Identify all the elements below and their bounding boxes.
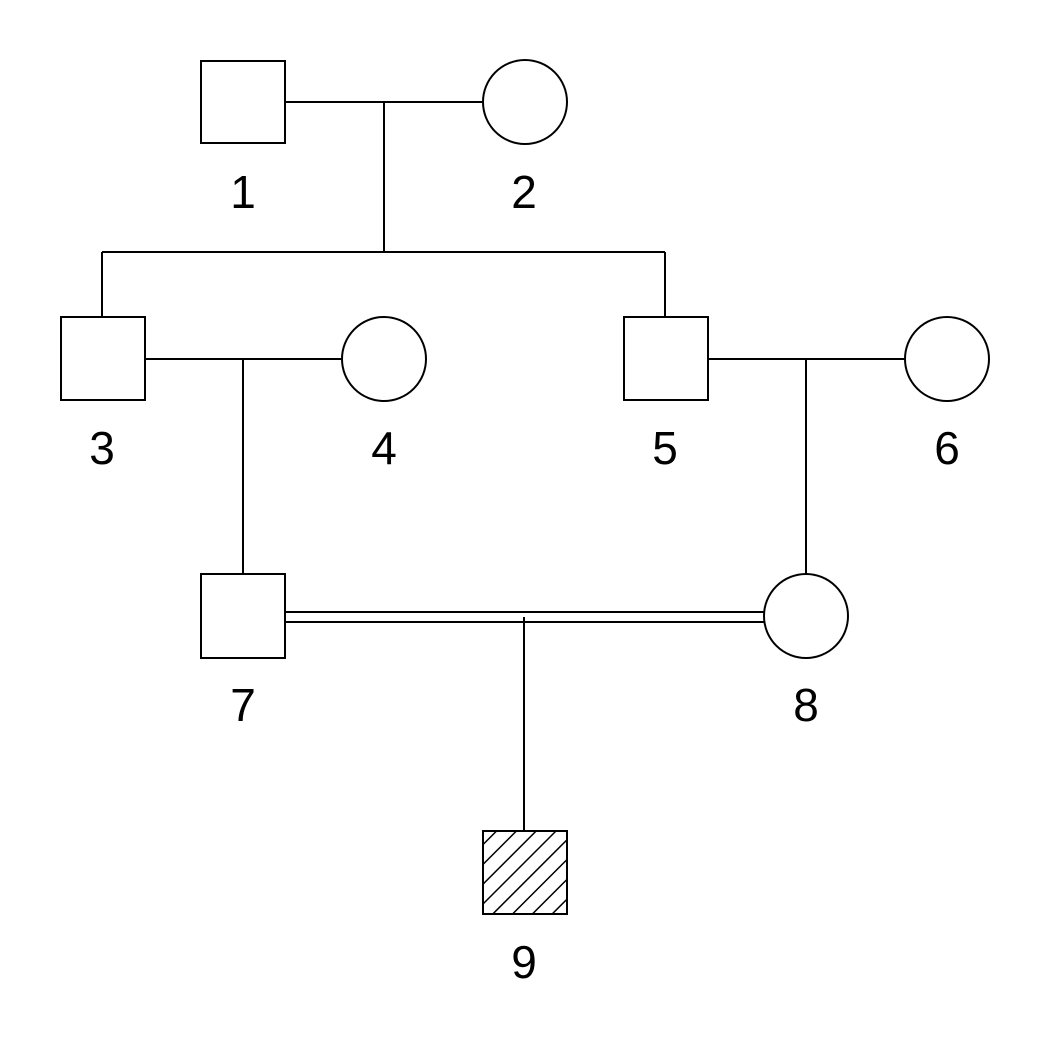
label-4: 4 [371, 422, 397, 474]
male-symbol-7 [200, 573, 286, 659]
individual-symbols [60, 59, 990, 915]
female-symbol-2 [482, 59, 568, 145]
label-9: 9 [511, 936, 537, 988]
label-5: 5 [652, 422, 678, 474]
female-symbol-8 [763, 573, 849, 659]
label-2: 2 [511, 166, 537, 218]
female-symbol-6 [904, 316, 990, 402]
male-symbol-1 [200, 60, 286, 144]
label-6: 6 [934, 422, 960, 474]
label-1: 1 [230, 166, 256, 218]
connector-lines [101, 101, 906, 831]
individual-labels: 1 2 3 4 5 6 7 8 9 [89, 166, 960, 988]
label-3: 3 [89, 422, 115, 474]
affected-male-symbol-9 [482, 830, 568, 915]
male-symbol-3 [60, 316, 146, 401]
label-8: 8 [793, 679, 819, 731]
female-symbol-4 [341, 316, 427, 402]
male-symbol-5 [623, 316, 709, 401]
label-7: 7 [230, 679, 256, 731]
